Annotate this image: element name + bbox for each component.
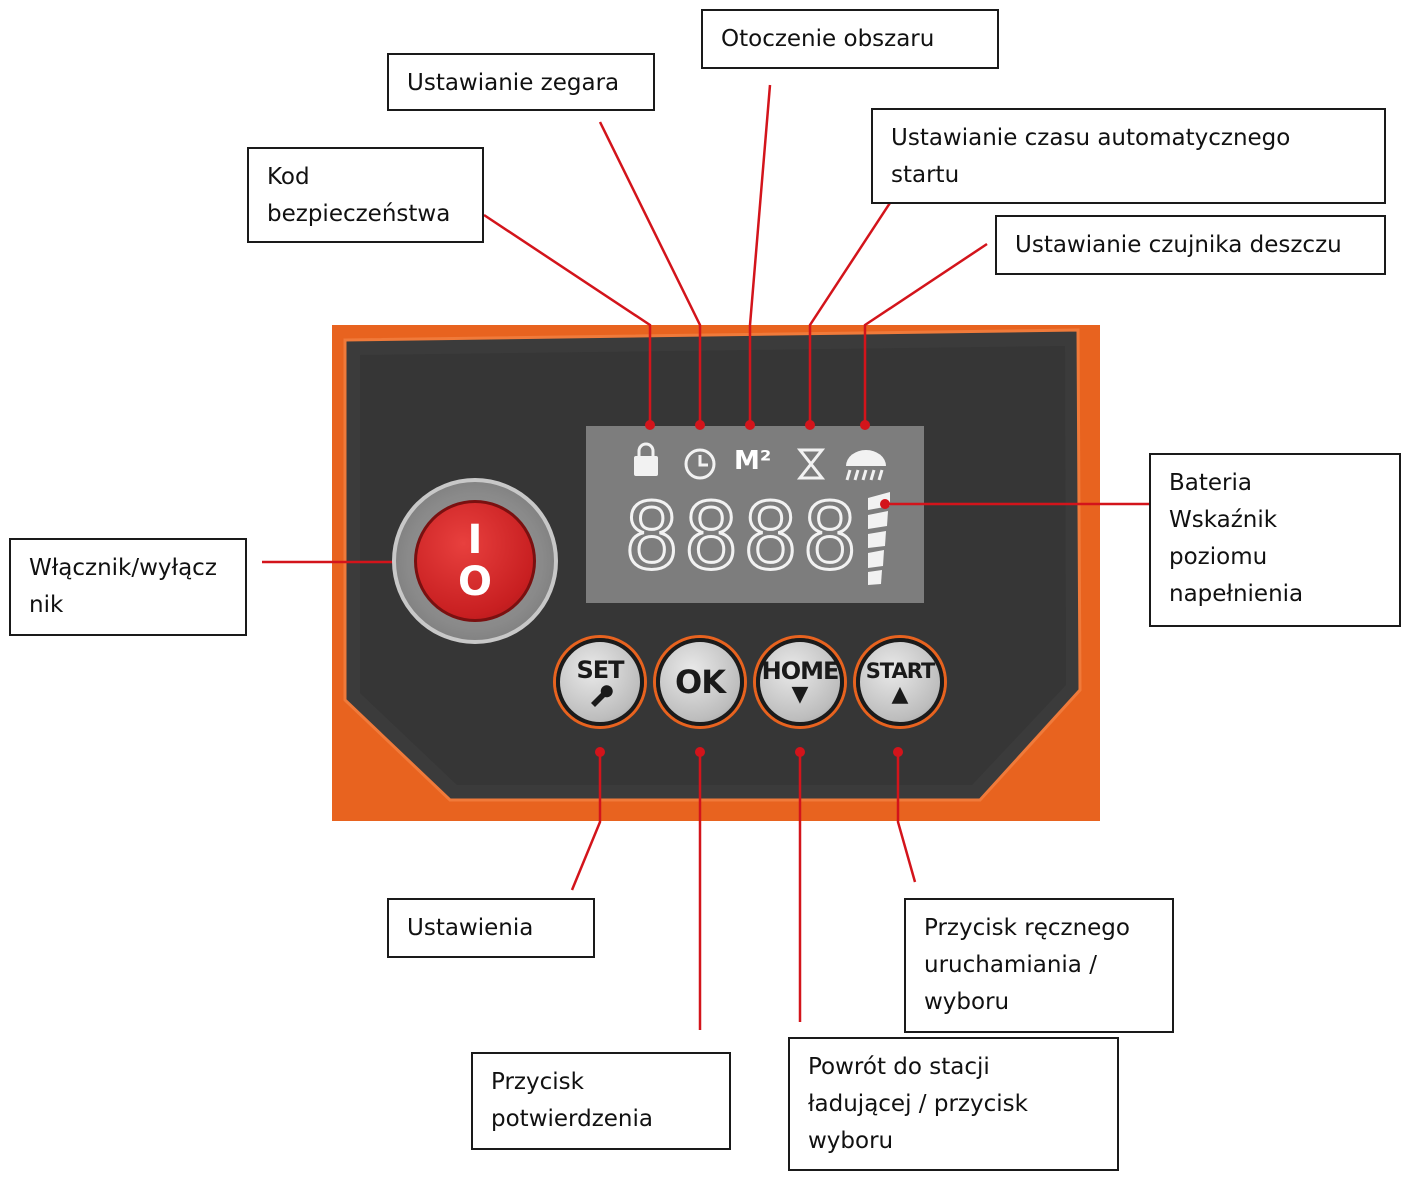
callout-rain-sensor: Ustawianie czujnika deszczu <box>995 215 1386 275</box>
ok-button-label: OK <box>675 663 726 701</box>
leader-lines <box>262 84 1149 1030</box>
battery-level-icon <box>868 492 890 585</box>
home-button-label: HOME <box>761 657 840 685</box>
start-button-label: START <box>865 659 936 683</box>
lock-icon <box>634 442 658 476</box>
power-button[interactable]: I O <box>392 478 558 644</box>
area-icon: M² <box>734 446 772 476</box>
rain-sensor-icon <box>845 450 886 481</box>
callout-confirm-button: Przycisk potwierdzenia <box>471 1052 731 1150</box>
power-off-symbol: O <box>457 559 492 605</box>
ok-button[interactable]: OK <box>656 638 744 726</box>
start-button[interactable]: START ▲ <box>856 638 944 726</box>
up-arrow-icon: ▲ <box>891 682 909 707</box>
power-on-symbol: I <box>467 517 483 563</box>
wrench-icon <box>591 685 613 707</box>
callout-return-to-station: Powrót do stacji ładującej / przycisk wy… <box>788 1037 1119 1171</box>
hourglass-icon <box>796 448 826 480</box>
set-button-label: SET <box>576 656 624 684</box>
callout-security-code: Kod bezpieczeństwa <box>247 147 484 243</box>
callout-autostart-time: Ustawianie czasu automatycznego startu <box>871 108 1386 204</box>
down-arrow-icon: ▼ <box>791 682 809 707</box>
callout-clock-setting: Ustawianie zegara <box>387 53 655 111</box>
callout-battery-indicator: Bateria Wskaźnik poziomu napełnienia <box>1149 453 1401 627</box>
callout-power-switch: Włącznik/wyłącz nik <box>9 538 247 636</box>
callout-manual-start: Przycisk ręcznego uruchamiania / wyboru <box>904 898 1174 1033</box>
callout-area-surroundings: Otoczenie obszaru <box>701 9 999 69</box>
lcd-digits: 8888 <box>623 483 862 590</box>
clock-icon <box>684 448 716 480</box>
set-button[interactable]: SET <box>556 638 644 726</box>
home-button[interactable]: HOME ▼ <box>756 638 844 726</box>
callout-settings: Ustawienia <box>387 898 595 958</box>
power-button-face: I O <box>414 500 536 622</box>
